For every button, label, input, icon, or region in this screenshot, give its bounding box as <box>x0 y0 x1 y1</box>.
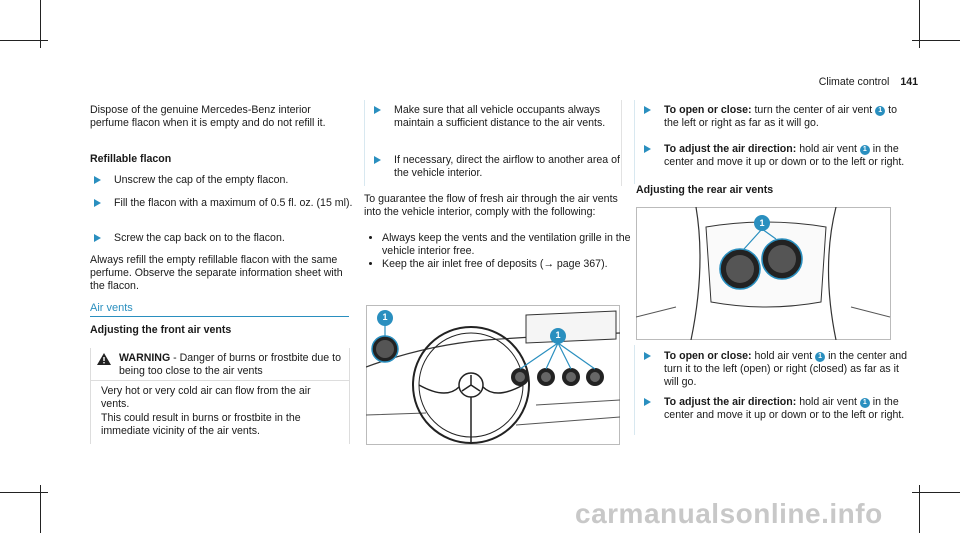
rear-vents-illustration <box>636 207 891 340</box>
section-title: Air vents <box>90 302 133 314</box>
step-arrow-icon <box>374 106 381 114</box>
step-item: If necessary, direct the airflow to anot… <box>370 154 620 180</box>
callout-label: 1 <box>555 330 561 340</box>
step-text: Unscrew the cap of the empty flacon. <box>114 174 289 186</box>
step-label: To open or close: <box>664 104 752 116</box>
step-item: Unscrew the cap of the empty flacon. <box>90 174 354 187</box>
running-header: Climate control 141 <box>819 76 918 89</box>
vent-number-badge: 1 <box>859 145 870 155</box>
step-arrow-icon <box>644 352 651 360</box>
step-arrow-icon <box>644 106 651 114</box>
step-item: To adjust the air direction: hold air ve… <box>640 396 908 422</box>
warning-heading: WARNING - Danger of burns or frostbite d… <box>119 352 341 378</box>
section-name: Climate control <box>818 76 890 88</box>
step-arrow-icon <box>94 176 101 184</box>
step-item: To adjust the air direction: hold air ve… <box>640 143 908 169</box>
step-label: To adjust the air direction: <box>664 143 797 155</box>
step-arrow-icon <box>374 156 381 164</box>
step-text: Make sure that all vehicle occupants alw… <box>394 104 606 129</box>
warning-label: WARNING <box>119 352 171 364</box>
callout-label: 1 <box>759 218 765 228</box>
step-arrow-icon <box>644 145 651 153</box>
crop-mark <box>912 492 960 493</box>
step-text: in the center and turn it to the left (o… <box>664 350 907 388</box>
requirements-list: Always keep the vents and the ventilatio… <box>364 232 632 271</box>
crop-mark <box>0 40 48 41</box>
step-item: To open or close: hold air vent 1 in the… <box>640 350 908 389</box>
step-label: To adjust the air direction: <box>664 396 797 408</box>
step-box <box>634 345 645 435</box>
guarantee-paragraph: To guarantee the flow of fresh air throu… <box>364 193 618 218</box>
crop-mark <box>919 485 920 533</box>
refill-note: Always refill the empty refillable flaco… <box>90 254 343 292</box>
crop-mark <box>919 0 920 48</box>
crop-mark <box>40 0 41 48</box>
step-text: hold air vent <box>796 143 860 155</box>
step-text: hold air vent <box>796 396 860 408</box>
vent-number-badge: 1 <box>859 398 870 408</box>
intro-paragraph: Dispose of the genuine Mercedes-Benz int… <box>90 104 326 129</box>
page-number: 141 <box>900 76 918 88</box>
step-text: Screw the cap back on to the flacon. <box>114 232 285 244</box>
list-item: Keep the air inlet free of deposits (→ p… <box>382 258 632 271</box>
front-vents-illustration <box>366 305 620 445</box>
warning-body-1: Very hot or very cold air can flow from … <box>101 385 311 410</box>
front-vents-heading: Adjusting the front air vents <box>90 324 232 336</box>
step-arrow-icon <box>644 398 651 406</box>
callout-label: 1 <box>382 312 388 322</box>
step-text: Fill the flacon with a maximum of 0.5 fl… <box>114 197 353 209</box>
step-text: If necessary, direct the airflow to anot… <box>394 154 620 179</box>
step-box <box>634 100 645 184</box>
warning-body-2: This could result in burns or frostbite … <box>101 412 301 437</box>
warning-box: WARNING - Danger of burns or frostbite d… <box>90 348 350 444</box>
warning-title: - Danger of burns or frostbite due to be… <box>119 352 341 377</box>
warning-triangle-icon <box>97 353 111 365</box>
crop-mark <box>912 40 960 41</box>
watermark-link[interactable]: carmanualsonline.info <box>575 498 883 529</box>
rear-vents-heading: Adjusting the rear air vents <box>636 184 774 196</box>
step-text: in the center and move it up or down or … <box>664 143 905 168</box>
step-arrow-icon <box>94 199 101 207</box>
crop-mark <box>0 492 48 493</box>
step-item: Make sure that all vehicle occupants alw… <box>370 104 620 130</box>
step-label: To open or close: <box>664 350 752 362</box>
vent-number-badge: 1 <box>875 106 886 116</box>
step-text: in the center and move it up or down or … <box>664 396 905 421</box>
step-text: turn the center of air vent <box>751 104 876 116</box>
crop-mark <box>40 485 41 533</box>
section-rule <box>90 316 349 317</box>
step-text: to the left or right as far as it will g… <box>664 104 897 129</box>
step-box <box>364 100 622 186</box>
refillable-heading: Refillable flacon <box>90 153 172 165</box>
step-text: hold air vent <box>751 350 816 362</box>
step-item: Fill the flacon with a maximum of 0.5 fl… <box>90 197 354 210</box>
step-item: To open or close: turn the center of air… <box>640 104 908 130</box>
list-item: Always keep the vents and the ventilatio… <box>382 232 632 258</box>
step-arrow-icon <box>94 234 101 242</box>
step-item: Screw the cap back on to the flacon. <box>90 232 354 245</box>
vent-number-badge: 1 <box>815 352 826 362</box>
warning-divider <box>91 380 349 381</box>
